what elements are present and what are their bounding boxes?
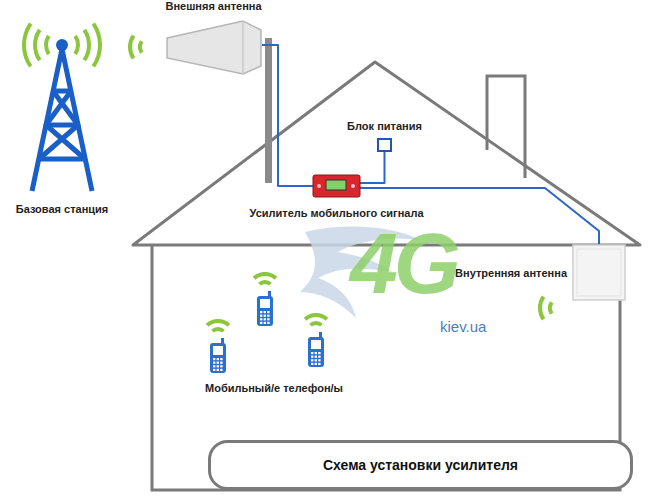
watermark-logo: 4G [350, 214, 457, 313]
signal-wave [84, 30, 89, 60]
mobile-phone [257, 291, 273, 326]
node-label: Внешняя антенна [165, 0, 261, 12]
mobile-phone [210, 338, 226, 373]
signal-wave [540, 297, 543, 320]
signal-wave [207, 321, 229, 325]
node-label: Внутренняя антенна [455, 267, 567, 279]
mobile-phone [308, 332, 324, 367]
intant-shape [573, 245, 625, 300]
external-antenna: Внешняя антенна [165, 18, 262, 76]
cable-connector [360, 152, 385, 183]
house-outline [133, 62, 640, 490]
base-station: Базовая станция [22, 25, 102, 193]
signal-wave [24, 24, 31, 67]
tower-shape [22, 25, 102, 193]
amplifier-box: Усилитель мобильного сигнала [313, 175, 360, 197]
signal-wave [305, 315, 327, 319]
cable-connector [262, 45, 313, 186]
signal-wave [254, 274, 276, 278]
signal-wave [260, 282, 271, 284]
signal-wave [75, 36, 78, 54]
power-supply-box: Блок питания [377, 138, 392, 152]
antenna-pole [265, 38, 272, 183]
signal-wave [213, 329, 224, 331]
signal-wave [140, 41, 142, 52]
signal-wave [46, 36, 49, 54]
signal-wave [93, 24, 100, 67]
node-label: Блок питания [347, 120, 422, 132]
extant-shape [165, 18, 262, 76]
phones-label: Мобильный/е телефон/ы [205, 382, 343, 394]
caption-text: Схема установки усилителя [208, 440, 633, 490]
signal-wave [311, 323, 322, 325]
signal-wave [550, 302, 552, 313]
caption-box: Схема установки усилителя [208, 440, 633, 490]
amp-shape [313, 175, 360, 197]
watermark-site: kiev.ua [440, 318, 486, 335]
signal-wave [130, 36, 133, 59]
internal-antenna: Внутренняя антенна [573, 245, 625, 300]
psu-shape [377, 138, 392, 152]
node-label: Базовая станция [16, 203, 109, 215]
signal-wave [35, 30, 40, 60]
